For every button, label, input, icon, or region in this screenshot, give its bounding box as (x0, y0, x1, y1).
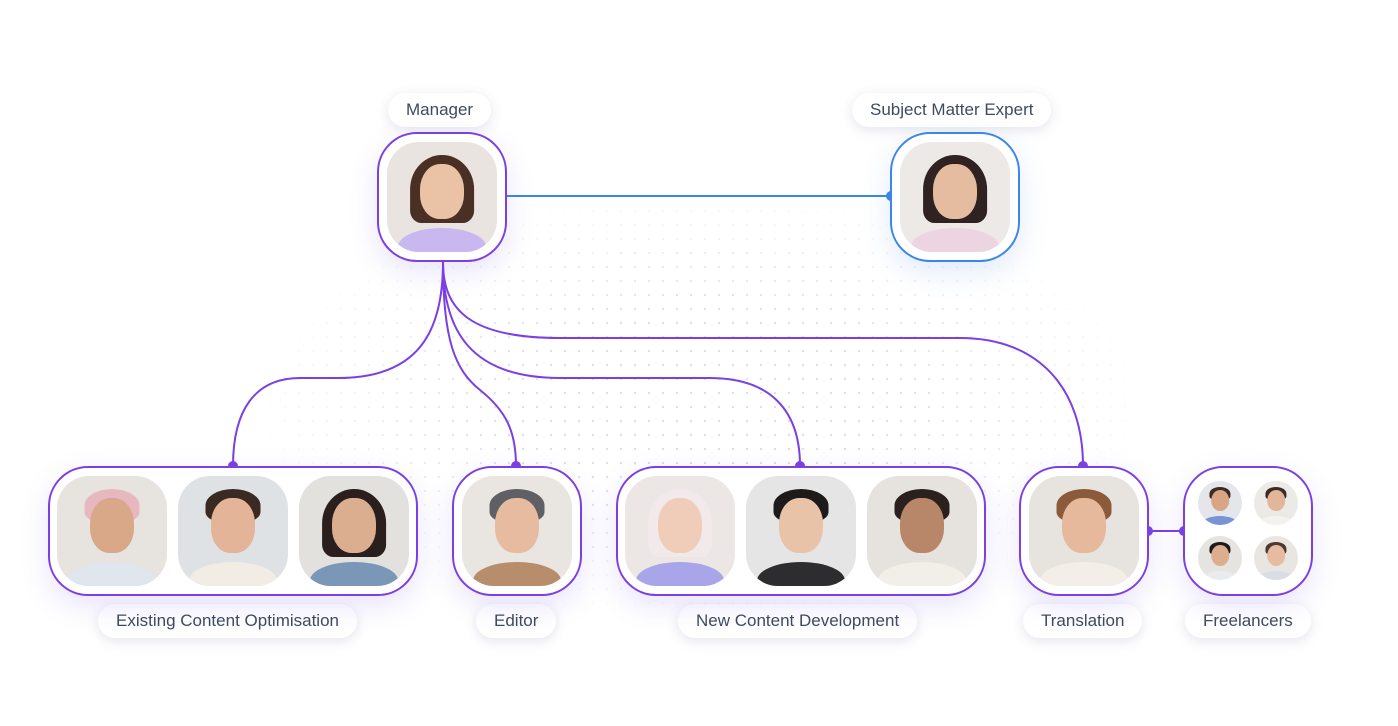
portrait-clothing (757, 561, 845, 586)
portrait-clothing (1202, 516, 1238, 525)
portrait-face (779, 498, 823, 553)
portrait-clothing (911, 227, 999, 252)
portrait-face (900, 498, 944, 553)
freelancer-avatar-2 (1254, 481, 1298, 525)
portrait-clothing (398, 227, 486, 252)
portrait-face (420, 164, 464, 219)
new-content-node[interactable] (616, 466, 986, 596)
manager-label: Manager (388, 93, 492, 127)
translation-avatar (1029, 476, 1139, 586)
portrait-face (90, 498, 134, 553)
manager-translation-connector (442, 261, 1084, 467)
editor-node[interactable] (452, 466, 582, 596)
manager-editor-connector (442, 261, 517, 467)
portrait-face (1211, 489, 1229, 511)
portrait-clothing (1258, 516, 1294, 525)
freelancer-avatar-1 (1198, 481, 1242, 525)
freelancers-node[interactable] (1183, 466, 1313, 596)
portrait-clothing (878, 561, 966, 586)
portrait-face (933, 164, 977, 219)
portrait-face (1211, 544, 1229, 566)
existing-content-avatar-2 (178, 476, 288, 586)
new-content-avatar-1 (625, 476, 735, 586)
manager-existing-connector (232, 261, 444, 467)
portrait-clothing (1040, 561, 1128, 586)
portrait-clothing (189, 561, 277, 586)
sme-avatar (900, 142, 1010, 252)
new-content-avatar-2 (746, 476, 856, 586)
portrait-clothing (310, 561, 398, 586)
freelancers-label: Freelancers (1185, 604, 1311, 638)
editor-avatar (462, 476, 572, 586)
existing-content-label: Existing Content Optimisation (98, 604, 357, 638)
existing-content-avatar-3 (299, 476, 409, 586)
translation-label: Translation (1023, 604, 1143, 638)
editor-label: Editor (476, 604, 557, 638)
portrait-face (1267, 489, 1285, 511)
freelancer-avatar-4 (1254, 536, 1298, 580)
manager-node[interactable] (377, 132, 507, 262)
freelancers-grid (1198, 481, 1298, 581)
sme-node[interactable] (890, 132, 1020, 262)
freelancer-avatar-3 (1198, 536, 1242, 580)
portrait-clothing (473, 561, 561, 586)
manager-new-content-connector (442, 261, 801, 467)
portrait-clothing (68, 561, 156, 586)
new-content-label: New Content Development (678, 604, 918, 638)
portrait-face (658, 498, 702, 553)
new-content-avatar-3 (867, 476, 977, 586)
portrait-face (1267, 544, 1285, 566)
portrait-clothing (636, 561, 724, 586)
portrait-face (495, 498, 539, 553)
existing-content-node[interactable] (48, 466, 418, 596)
portrait-clothing (1202, 571, 1238, 580)
portrait-face (211, 498, 255, 553)
manager-avatar (387, 142, 497, 252)
translation-node[interactable] (1019, 466, 1149, 596)
sme-label: Subject Matter Expert (852, 93, 1052, 127)
portrait-face (1062, 498, 1106, 553)
portrait-clothing (1258, 571, 1294, 580)
existing-content-avatar-1 (57, 476, 167, 586)
portrait-face (332, 498, 376, 553)
